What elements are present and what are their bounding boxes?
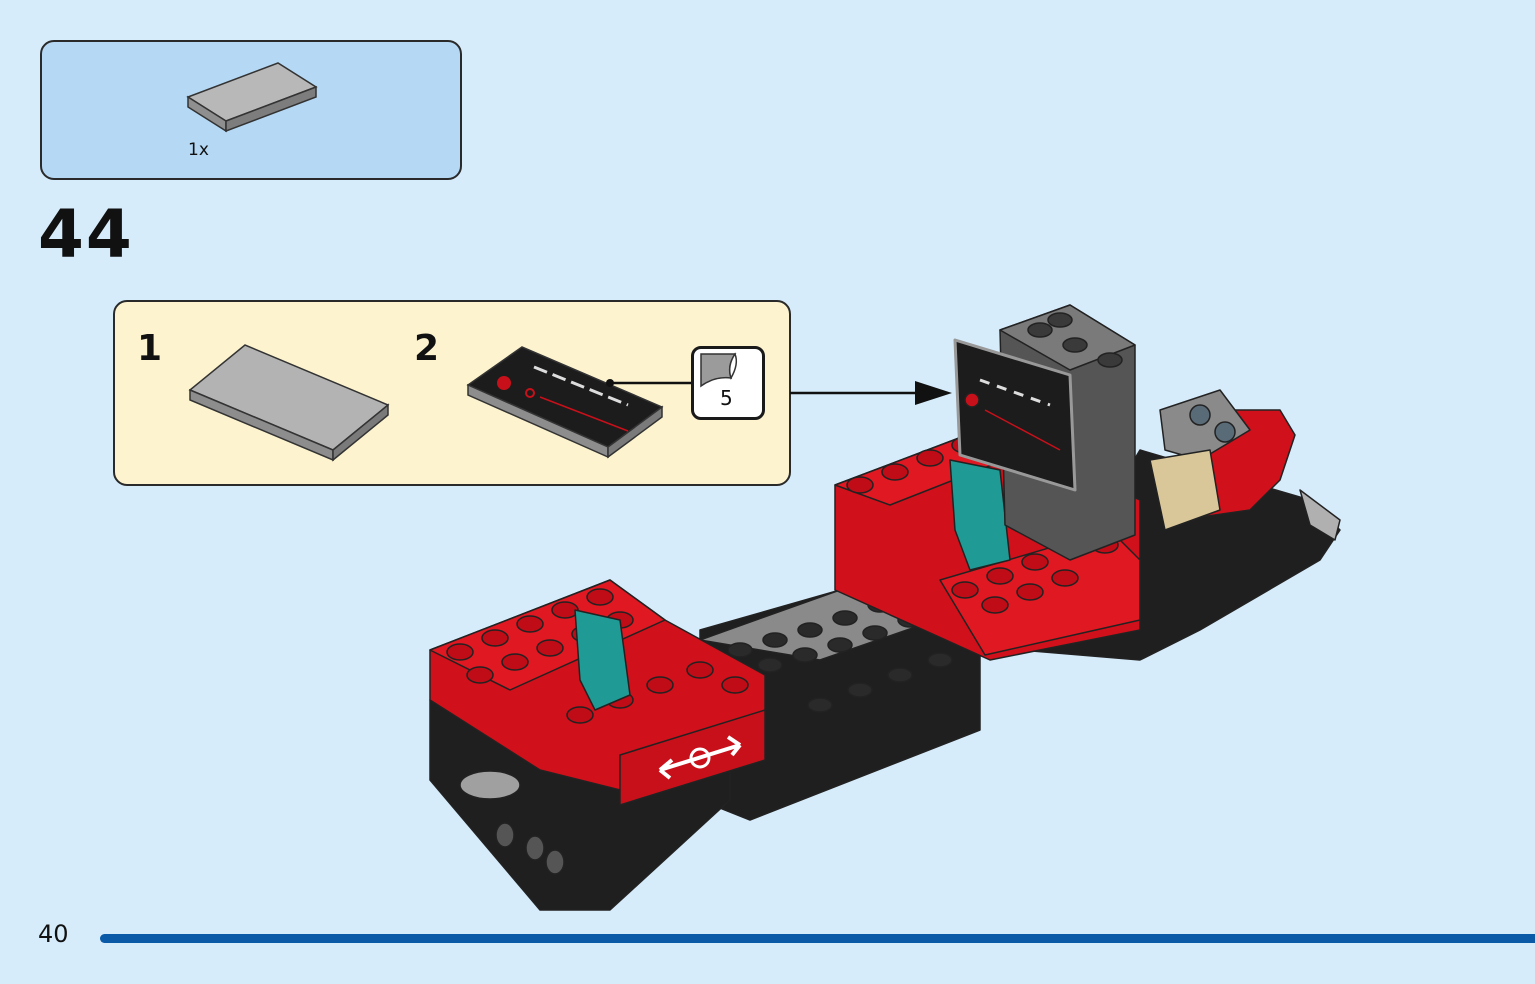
step-number: 44: [38, 196, 134, 273]
vehicle-model-illustration: [429, 304, 1341, 911]
substep-2-number: 2: [414, 328, 440, 369]
footer-rule: [100, 934, 1535, 943]
page-number: 40: [38, 920, 69, 948]
substep-2-printed-tile-icon: [466, 346, 664, 459]
parts-quantity: 1x: [188, 140, 209, 160]
sticker-leader-line: [606, 379, 692, 387]
parts-list-tile-icon: [186, 62, 318, 133]
substep-1-number: 1: [137, 328, 163, 369]
placement-arrow: [790, 381, 952, 405]
substep-1-tile-icon: [188, 344, 390, 462]
sticker-peel-icon: [700, 352, 738, 388]
sticker-number: 5: [720, 386, 733, 410]
